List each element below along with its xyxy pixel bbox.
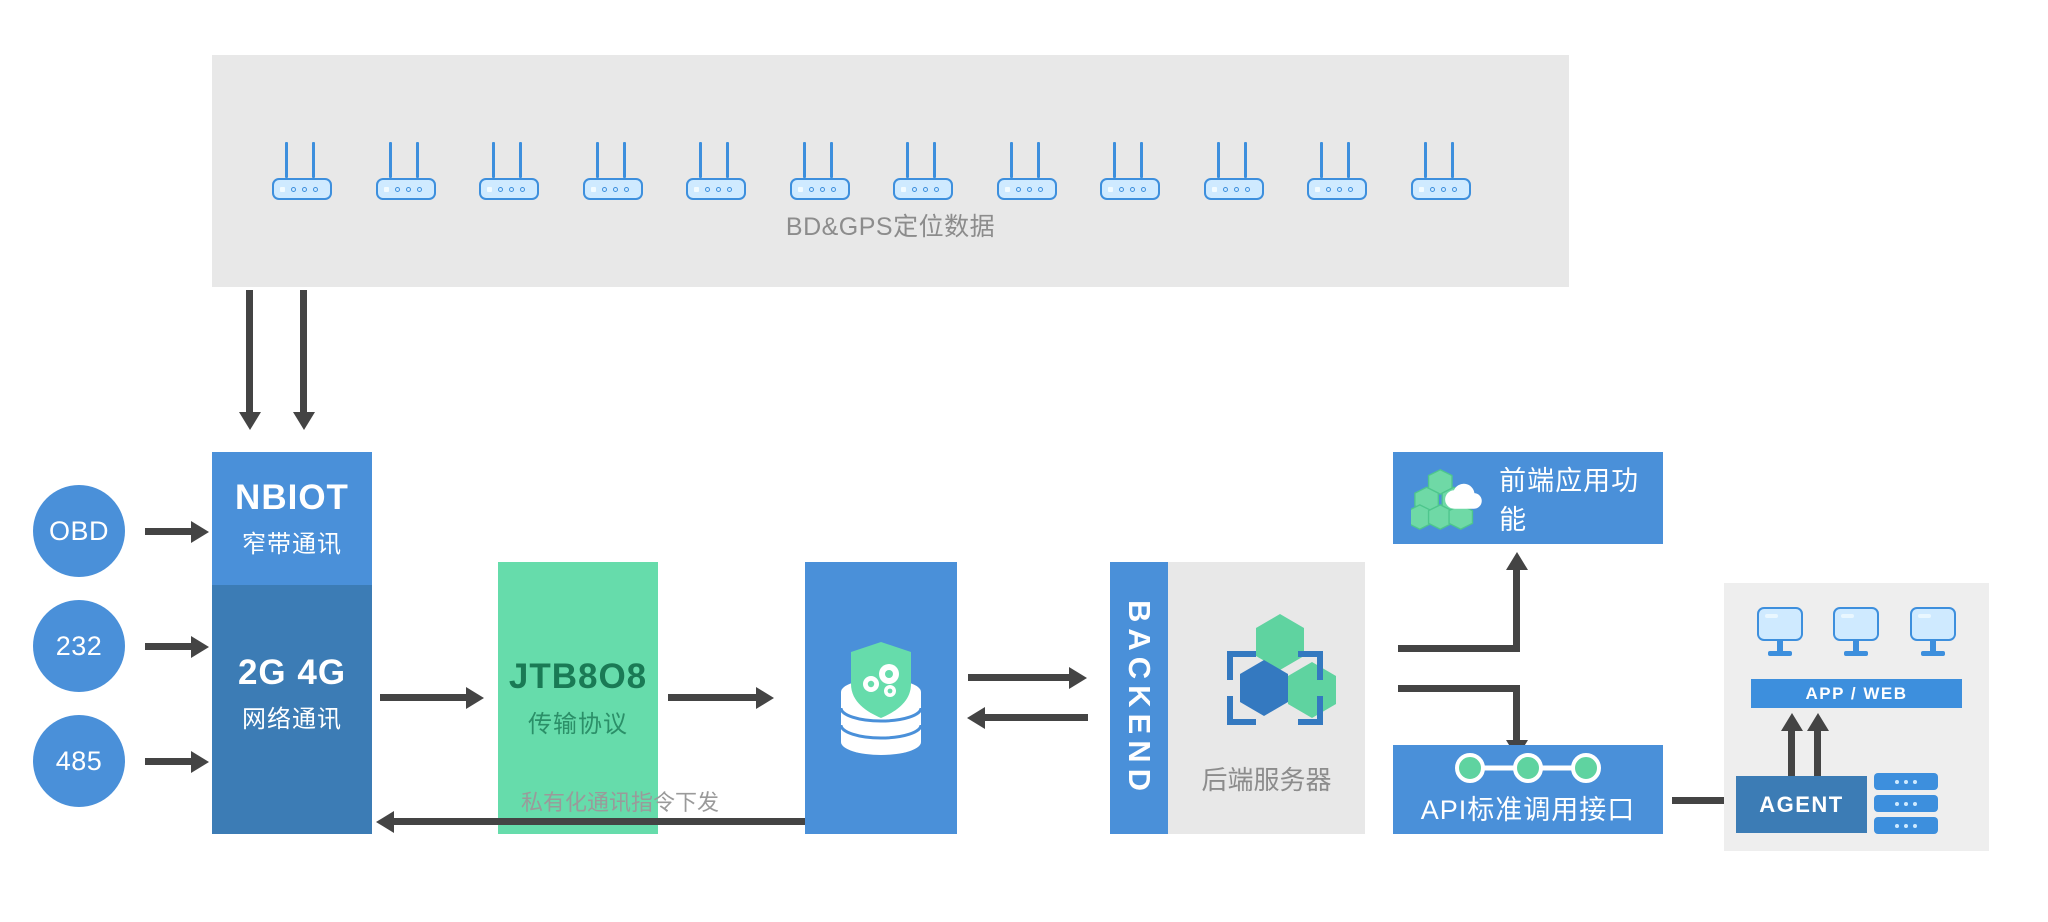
backend-strip: BACKEND: [1110, 562, 1168, 834]
frontend-label: 前端应用功能: [1499, 466, 1640, 535]
hexagon-cluster-icon: [1227, 614, 1336, 725]
router-icon: [686, 142, 746, 200]
router-icon: [893, 142, 953, 200]
backend-server-block[interactable]: BACKEND 后端服务器: [1110, 562, 1365, 834]
router-icon: [272, 142, 332, 200]
protocol-block[interactable]: JTB8O8 传输协议: [498, 562, 658, 834]
nbiot-block[interactable]: NBIOT 窄带通讯: [212, 452, 372, 585]
input-circle-obd[interactable]: OBD: [33, 485, 125, 577]
protocol-title: JTB8O8: [508, 657, 648, 697]
agent-label: AGENT: [1759, 791, 1844, 817]
input-circle-485[interactable]: 485: [33, 715, 125, 807]
monitor-row: [1742, 607, 1971, 661]
cellular-network-block[interactable]: 2G 4G 网络通讯: [212, 585, 372, 834]
router-icon: [789, 142, 850, 200]
client-agent-panel: APP / WEB AGENT: [1724, 583, 1989, 851]
nbiot-title: NBIOT: [235, 477, 349, 517]
backend-label: 后端服务器: [1201, 765, 1332, 795]
router-device-row: [272, 140, 1522, 200]
router-icon: [479, 142, 539, 200]
api-interface-block[interactable]: API标准调用接口: [1393, 745, 1663, 834]
gps-device-panel: BD&GPS定位数据: [212, 55, 1569, 287]
monitor-icon: [1833, 607, 1880, 659]
router-icon: [1307, 142, 1367, 200]
cellular-subtitle: 网络通讯: [242, 706, 342, 734]
downlink-command-label: 私有化通讯指令下发: [520, 790, 719, 815]
app-web-label: APP / WEB: [1805, 683, 1908, 703]
nbiot-subtitle: 窄带通讯: [242, 531, 342, 559]
router-icon: [1203, 142, 1264, 200]
backend-strip-text: BACKEND: [1122, 599, 1157, 797]
node-chain-icon: [1455, 753, 1601, 783]
router-icon: [1410, 142, 1471, 200]
rack-unit: [1874, 795, 1938, 812]
app-web-bar[interactable]: APP / WEB: [1751, 679, 1962, 708]
database-shield-gears-icon: [839, 642, 923, 755]
rack-unit: [1874, 817, 1938, 834]
communication-module-stack: NBIOT 窄带通讯 2G 4G 网络通讯: [212, 452, 372, 834]
router-icon: [582, 142, 643, 200]
data-platform-block[interactable]: [805, 562, 957, 834]
frontend-app-block[interactable]: 前端应用功能: [1393, 452, 1663, 544]
server-rack-icon: [1874, 773, 1938, 836]
protocol-subtitle: 传输协议: [528, 710, 628, 738]
router-icon: [1100, 142, 1160, 200]
rack-unit: [1874, 773, 1938, 790]
monitor-icon: [1757, 607, 1804, 659]
agent-box[interactable]: AGENT: [1736, 776, 1867, 833]
router-icon: [375, 142, 436, 200]
monitor-icon: [1909, 607, 1956, 659]
router-icon: [996, 142, 1057, 200]
gps-panel-caption: BD&GPS定位数据: [785, 213, 996, 241]
cloud-cubes-icon: [1411, 468, 1482, 530]
input-circle-232[interactable]: 232: [33, 600, 125, 692]
cellular-title: 2G 4G: [237, 653, 347, 692]
api-label: API标准调用接口: [1420, 795, 1636, 825]
